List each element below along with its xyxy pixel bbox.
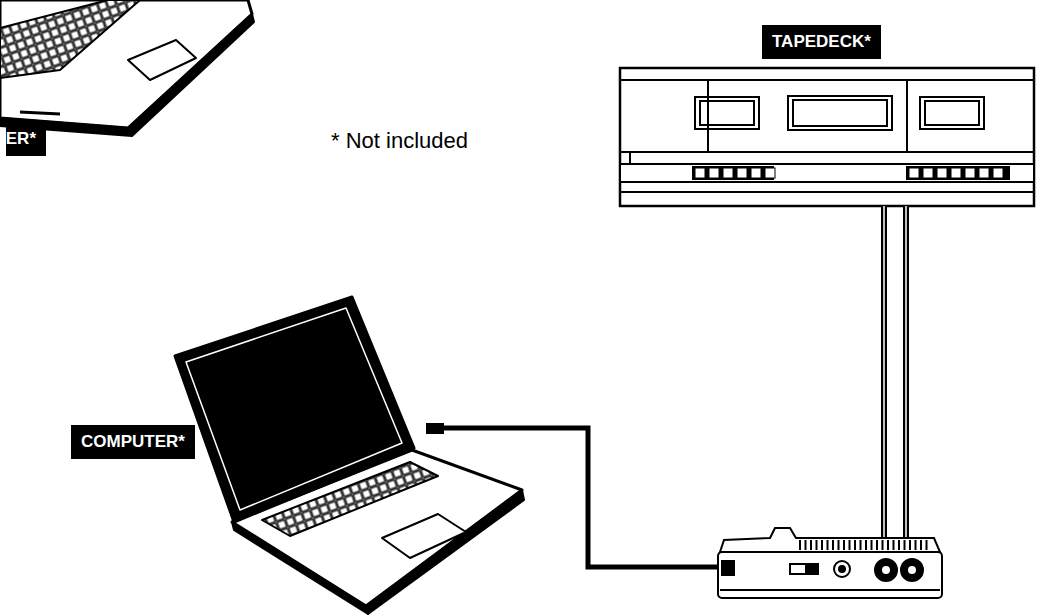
ridge-stroke bbox=[843, 540, 845, 550]
ridge-stroke bbox=[876, 540, 878, 550]
ridge-stroke bbox=[827, 540, 829, 550]
label-box: ER* bbox=[6, 122, 46, 156]
ridge-stroke bbox=[854, 540, 856, 550]
deck-button bbox=[909, 168, 919, 178]
ridge-stroke bbox=[909, 540, 911, 550]
ridge-stroke bbox=[805, 540, 807, 550]
ridge-stroke bbox=[849, 540, 851, 550]
device-label: COMPUTER* bbox=[81, 432, 185, 452]
ridge-stroke bbox=[810, 540, 812, 550]
deck-button bbox=[765, 168, 775, 178]
ridge-stroke bbox=[926, 540, 928, 550]
ridge-stroke bbox=[887, 540, 889, 550]
tapedeck-illustration bbox=[620, 68, 1034, 206]
deck-button bbox=[709, 168, 719, 178]
device-label: ER* bbox=[6, 129, 36, 149]
ridge-stroke bbox=[832, 540, 834, 550]
ridge-stroke bbox=[860, 540, 862, 550]
label-box: TAPEDECK* bbox=[762, 25, 881, 59]
ridge-stroke bbox=[799, 540, 801, 550]
ridge-stroke bbox=[915, 540, 917, 550]
laptop-partial bbox=[0, 0, 254, 136]
ridge-stroke bbox=[838, 540, 840, 550]
deck-button bbox=[737, 168, 747, 178]
tapedeck-buttons bbox=[695, 168, 1003, 178]
deck-button bbox=[979, 168, 989, 178]
rca-cables bbox=[884, 206, 906, 562]
deck-button bbox=[951, 168, 961, 178]
ridge-stroke bbox=[821, 540, 823, 550]
deck-button bbox=[993, 168, 1003, 178]
note-text: * Not included bbox=[331, 128, 468, 154]
laptop-computer bbox=[175, 297, 524, 614]
device-label: TAPEDECK* bbox=[772, 32, 871, 52]
ridge-stroke bbox=[904, 540, 906, 550]
ridge-stroke bbox=[893, 540, 895, 550]
deck-button bbox=[751, 168, 761, 178]
deck-button bbox=[695, 168, 705, 178]
ridge-stroke bbox=[865, 540, 867, 550]
deck-button bbox=[923, 168, 933, 178]
ridge-stroke bbox=[882, 540, 884, 550]
audio-interface bbox=[718, 528, 942, 598]
ridge-stroke bbox=[871, 540, 873, 550]
deck-button bbox=[965, 168, 975, 178]
usb-cable bbox=[444, 428, 724, 567]
interface-ridges bbox=[800, 540, 927, 550]
ridge-stroke bbox=[920, 540, 922, 550]
label-box: COMPUTER* bbox=[71, 425, 195, 459]
deck-button bbox=[937, 168, 947, 178]
ridge-stroke bbox=[898, 540, 900, 550]
rca-cable-highlight bbox=[884, 206, 906, 556]
ridge-stroke bbox=[816, 540, 818, 550]
deck-button bbox=[723, 168, 733, 178]
